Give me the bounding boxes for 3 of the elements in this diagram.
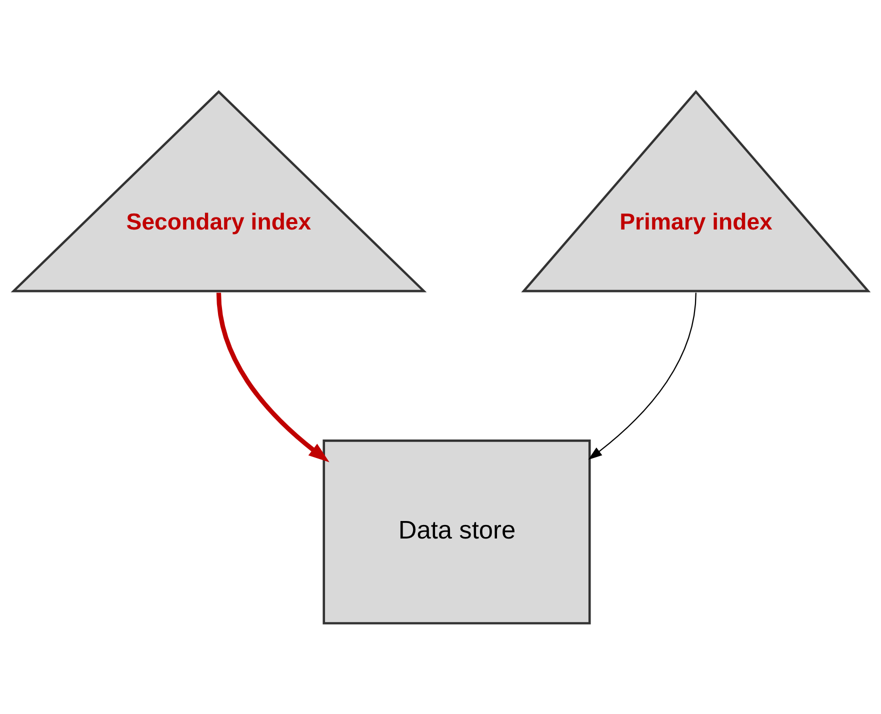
arrow	[216, 292, 329, 462]
node-box: Data store	[322, 439, 590, 624]
arrow	[588, 292, 696, 460]
